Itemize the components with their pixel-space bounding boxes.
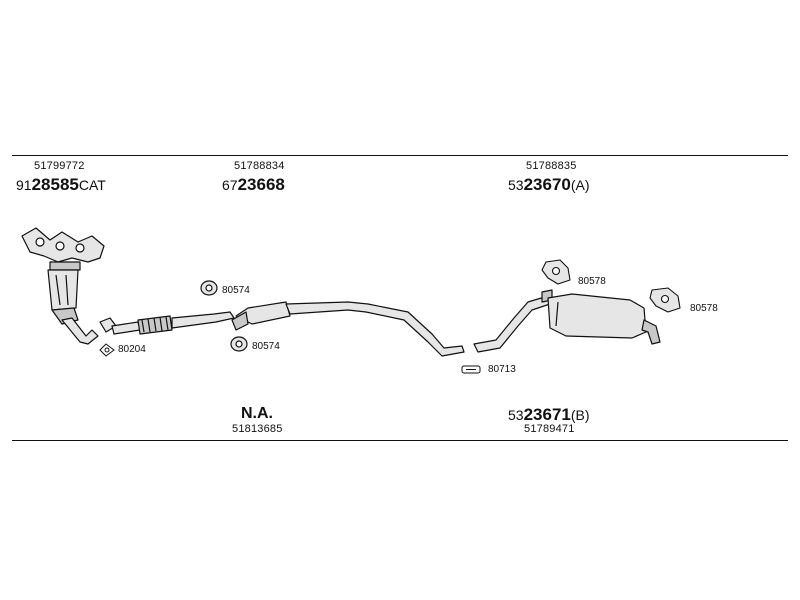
oe-number-catalyst: 51799772 bbox=[34, 160, 85, 172]
part-prefix: 53 bbox=[508, 407, 524, 423]
rubber-mount-right-icon bbox=[649, 287, 681, 313]
hanger-lower-icon bbox=[230, 336, 248, 352]
part-number-rear-silencer-b: 5323671(B) bbox=[508, 405, 590, 425]
hanger-upper-icon bbox=[200, 280, 218, 296]
rubber-mount-left-icon bbox=[541, 259, 571, 285]
part-main: 23671 bbox=[523, 405, 571, 424]
part-number-catalyst: 9128585CAT bbox=[16, 175, 106, 195]
part-suffix: (A) bbox=[570, 177, 590, 193]
catalytic-converter bbox=[21, 227, 105, 345]
clamp-part-number: 80713 bbox=[488, 364, 516, 375]
part-number-front-pipe: 6723668 bbox=[222, 175, 285, 195]
part-main: 28585 bbox=[31, 175, 79, 194]
rear-silencer bbox=[473, 289, 661, 353]
oe-number-middle-pipe: 51813685 bbox=[232, 423, 283, 435]
part-main: 23670 bbox=[523, 175, 571, 194]
oe-number-rear-silencer-b: 51789471 bbox=[524, 423, 575, 435]
middle-silencer bbox=[231, 301, 465, 357]
not-available-label: N.A. bbox=[241, 405, 273, 422]
gasket-icon bbox=[99, 343, 115, 357]
hanger-upper-part-number: 80574 bbox=[222, 285, 250, 296]
oe-number-front-pipe: 51788834 bbox=[234, 160, 285, 172]
bottom-divider bbox=[12, 440, 788, 441]
oe-number-rear-silencer: 51788835 bbox=[526, 160, 577, 172]
front-pipe bbox=[99, 311, 235, 335]
part-prefix: 67 bbox=[222, 177, 238, 193]
rubber-mount-right-part-number: 80578 bbox=[690, 303, 718, 314]
part-number-rear-silencer: 5323670(A) bbox=[508, 175, 590, 195]
clamp-icon bbox=[461, 365, 481, 374]
part-prefix: 53 bbox=[508, 177, 524, 193]
rubber-mount-left-part-number: 80578 bbox=[578, 276, 606, 287]
part-suffix: (B) bbox=[570, 407, 590, 423]
part-main: 23668 bbox=[237, 175, 285, 194]
hanger-lower-part-number: 80574 bbox=[252, 341, 280, 352]
top-divider bbox=[12, 155, 788, 156]
part-prefix: 91 bbox=[16, 177, 32, 193]
gasket-part-number: 80204 bbox=[118, 344, 146, 355]
part-suffix: CAT bbox=[78, 177, 106, 193]
